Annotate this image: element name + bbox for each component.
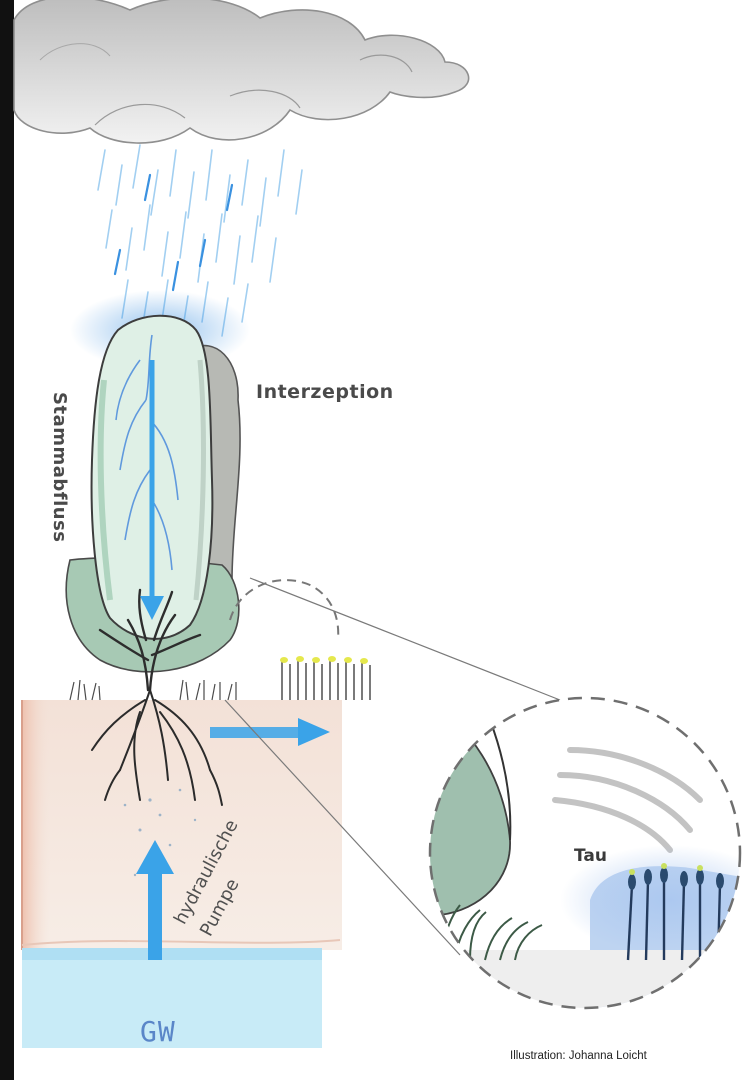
tree-shrub [66,316,240,690]
zoom-source-circle [230,580,338,640]
small-reed-patch [280,656,370,700]
label-interception: Interzeption [256,381,394,403]
label-groundwater: GW [140,1015,176,1048]
illustration-credit: Illustration: Johanna Loicht [510,1050,647,1062]
left-border [0,0,14,1080]
rain-cloud [14,0,469,143]
label-dew: Tau [574,846,607,866]
label-stemflow: Stammabfluss [49,392,70,543]
